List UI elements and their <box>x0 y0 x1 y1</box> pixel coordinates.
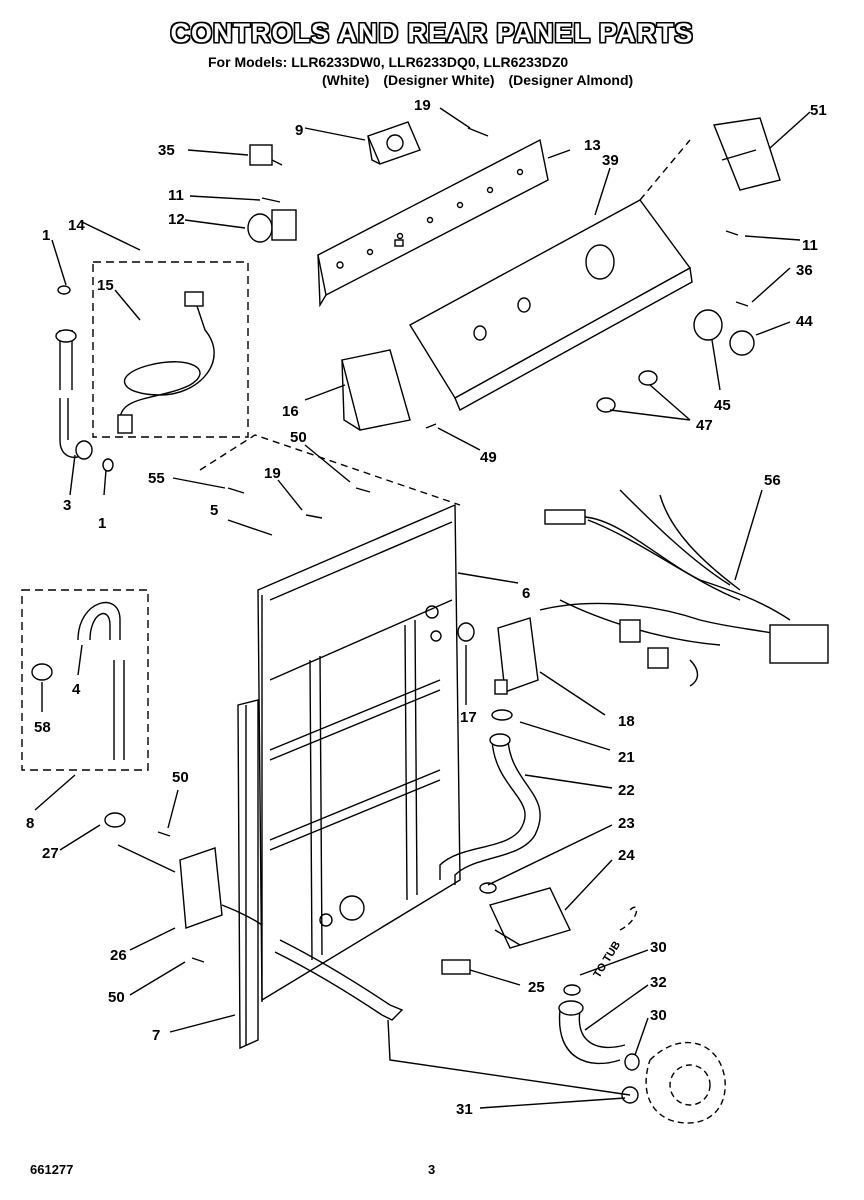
callout-4: 4 <box>72 681 81 698</box>
callout-11: 11 <box>802 237 818 254</box>
callout-50: 50 <box>172 769 189 786</box>
callout-12: 12 <box>168 211 185 228</box>
callout-5: 5 <box>210 502 218 519</box>
switch-part <box>249 144 283 166</box>
callout-32: 32 <box>650 974 667 991</box>
fill-hose <box>439 709 541 885</box>
callout-7: 7 <box>152 1027 160 1044</box>
callout-55: 55 <box>148 470 165 487</box>
callout-3: 3 <box>63 497 71 514</box>
model-variants: (White) (Designer White) (Designer Almon… <box>322 72 643 88</box>
callout-17: 17 <box>460 709 477 726</box>
callout-11: 11 <box>168 187 184 204</box>
drain-hose-kit-box <box>21 589 149 771</box>
callout-15: 15 <box>97 277 114 294</box>
page-number: 3 <box>428 1162 436 1177</box>
callout-31: 31 <box>456 1101 473 1118</box>
drain-hose <box>31 601 125 760</box>
callout-22: 22 <box>618 782 635 799</box>
lid-switch <box>179 847 263 929</box>
power-cord <box>117 291 215 434</box>
callout-6: 6 <box>522 585 530 602</box>
to-tub-label: TO TUB <box>591 939 623 980</box>
knob-part <box>596 309 755 413</box>
motor-bracket <box>479 882 571 949</box>
timer-part <box>367 121 421 165</box>
callout-49: 49 <box>480 449 497 466</box>
callout-39: 39 <box>602 152 619 169</box>
variant-designer-almond: (Designer Almond) <box>508 72 634 88</box>
page-title: CONTROLS AND REAR PANEL PARTS <box>170 18 694 48</box>
callout-50: 50 <box>290 429 307 446</box>
water-valve <box>457 617 539 695</box>
callout-50: 50 <box>108 989 125 1006</box>
models-line: For Models: LLR6233DW0, LLR6233DQ0, LLR6… <box>208 54 569 70</box>
callout-47: 47 <box>696 417 713 434</box>
control-bracket <box>317 138 549 308</box>
callout-45: 45 <box>714 397 731 414</box>
callout-21: 21 <box>618 749 635 766</box>
callout-27: 27 <box>42 845 59 862</box>
power-cord-kit-box <box>92 261 249 438</box>
callout-30: 30 <box>650 1007 667 1024</box>
hose-clamp <box>104 812 126 828</box>
callout-19: 19 <box>414 97 431 114</box>
callout-18: 18 <box>618 713 635 730</box>
callout-58: 58 <box>34 719 51 736</box>
callout-25: 25 <box>528 979 545 996</box>
callout-19: 19 <box>264 465 281 482</box>
callout-26: 26 <box>110 947 127 964</box>
console-end-bracket <box>713 117 781 191</box>
callout-13: 13 <box>584 137 601 154</box>
callout-56: 56 <box>764 472 781 489</box>
leader-lines <box>34 107 811 1109</box>
screws <box>157 127 749 963</box>
callout-30: 30 <box>650 939 667 956</box>
corrugated-drain-hose <box>274 939 404 1021</box>
callout-36: 36 <box>796 262 813 279</box>
pump-hose <box>558 984 640 1104</box>
callout-14: 14 <box>68 217 85 234</box>
callout-16: 16 <box>282 403 299 420</box>
pump-housing <box>619 906 726 1124</box>
rear-panel <box>257 503 461 1002</box>
callout-1: 1 <box>98 515 106 532</box>
wiring-harness <box>539 489 829 687</box>
inlet-hose <box>55 285 114 472</box>
variant-white: (White) <box>322 72 370 88</box>
callout-24: 24 <box>618 847 635 864</box>
side-rail <box>237 699 259 1050</box>
end-cap <box>341 349 411 431</box>
callout-23: 23 <box>618 815 635 832</box>
callout-44: 44 <box>796 313 813 330</box>
callout-51: 51 <box>810 102 827 119</box>
pressure-switch <box>247 209 297 243</box>
console-panel <box>409 139 693 411</box>
callout-1: 1 <box>42 227 50 244</box>
document-number: 661277 <box>30 1162 74 1177</box>
clip-part <box>441 959 471 975</box>
callout-9: 9 <box>295 122 303 139</box>
variant-designer-white: (Designer White) <box>383 72 495 88</box>
callout-numbers: 19 51 9 35 13 39 11 12 1 14 11 36 15 44 … <box>26 97 827 1118</box>
callout-8: 8 <box>26 815 34 832</box>
callout-35: 35 <box>158 142 175 159</box>
